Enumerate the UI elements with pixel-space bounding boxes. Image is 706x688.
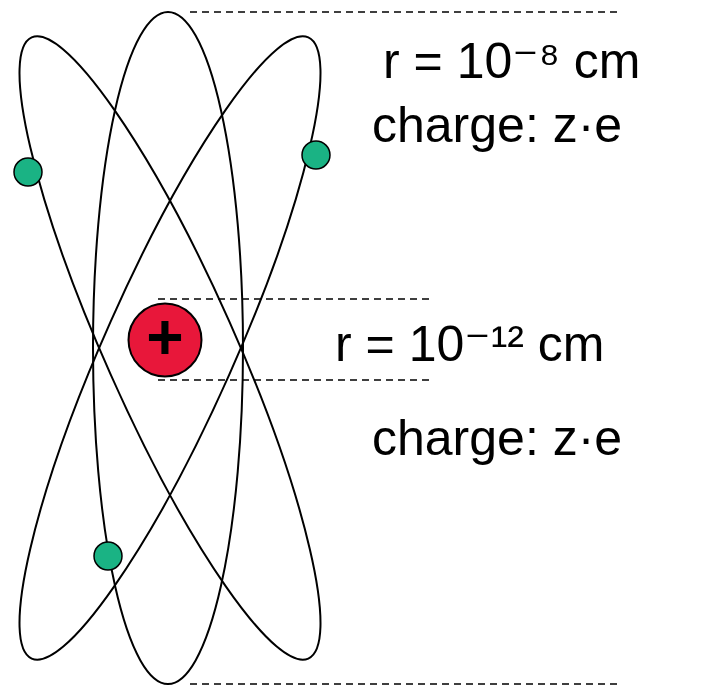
nucleus: +: [127, 302, 203, 378]
orbit: [0, 11, 368, 685]
atom-radius: r = 10⁻⁸ cm: [383, 36, 640, 86]
electron: [302, 141, 330, 169]
dimension-line: [190, 683, 620, 685]
charge-sign: +: [127, 299, 203, 375]
orbit: [0, 11, 368, 685]
nucleus-charge: charge: z·e: [372, 413, 622, 463]
dimension-line: [158, 379, 430, 381]
electron: [94, 542, 122, 570]
electron-charge: charge: z·e: [372, 100, 622, 150]
nucleus-radius: r = 10⁻¹² cm: [335, 319, 604, 369]
dimension-line: [190, 11, 620, 13]
dimension-line: [158, 298, 430, 300]
electron: [14, 158, 42, 186]
